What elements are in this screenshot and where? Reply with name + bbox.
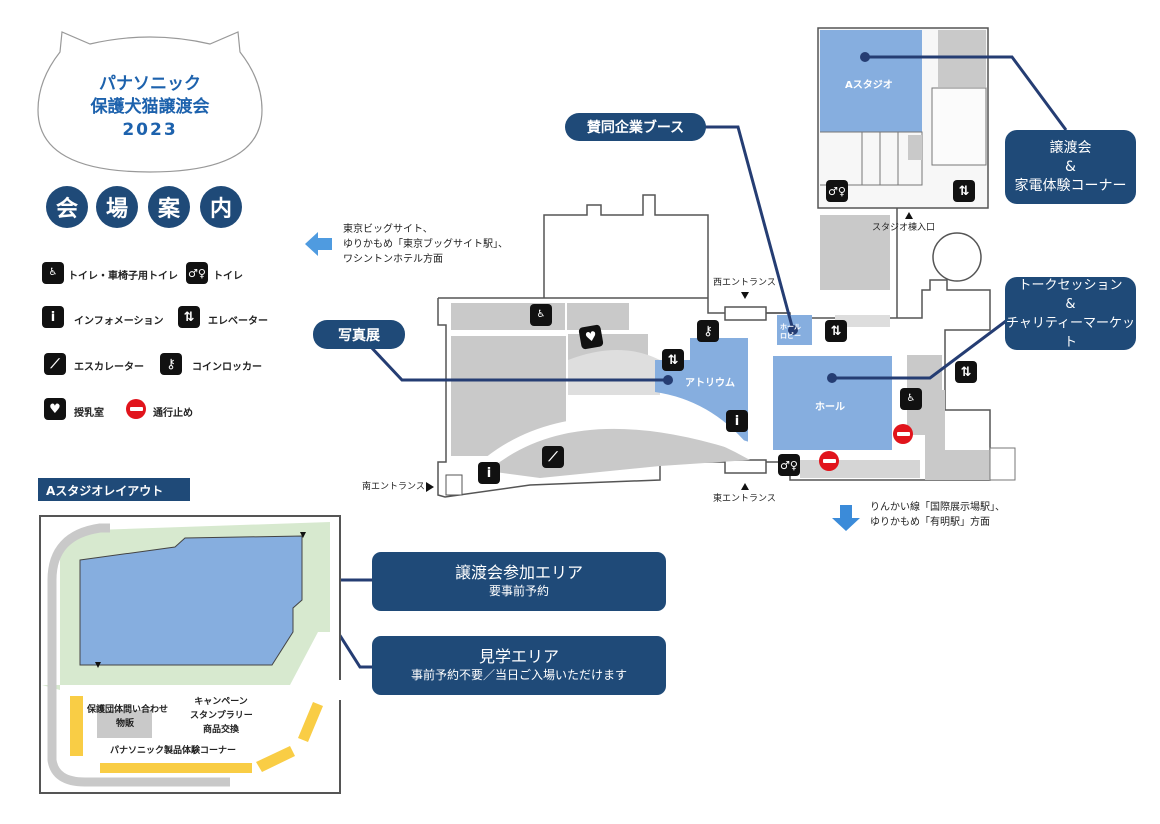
sponsor-booth-callout: 賛同企業ブース xyxy=(565,113,706,141)
direction-line: ゆりかもめ「東京ブッグサイト駅」、 xyxy=(343,239,508,250)
layout-line: 物販 xyxy=(115,719,134,729)
nursing-room-icon: ♥ xyxy=(44,398,66,420)
studio-entrance-label: スタジオ棟入口 xyxy=(872,223,936,233)
event-logo: パナソニック 保護犬猫譲渡会 2023 xyxy=(35,73,265,142)
logo-line-2: 保護犬猫譲渡会 xyxy=(90,97,210,117)
logo-cat-outline xyxy=(37,31,263,173)
layout-line: キャンペーン xyxy=(194,697,248,707)
direction-line: 東京ビッグサイト、 xyxy=(343,224,433,235)
toilet-icon: ♂♀ xyxy=(826,180,848,202)
escalator-icon: ⟋ xyxy=(542,446,564,468)
heading-char: 会 xyxy=(46,186,88,228)
no-entry-icon xyxy=(819,451,839,471)
escalator-icon: ⟋ xyxy=(44,353,66,375)
heading-char: 内 xyxy=(200,186,242,228)
west-direction-arrow xyxy=(305,232,332,256)
layout-line: 商品交換 xyxy=(202,725,239,735)
viewing-area-callout: 見学エリア 事前予約不要／当日ご入場いただけます xyxy=(372,636,666,695)
hall-area xyxy=(773,356,892,450)
toilet-icon: ♂♀ xyxy=(778,454,800,476)
callout-subtitle: 事前予約不要／当日ご入場いただけます xyxy=(410,667,627,682)
photo-exhibition-callout: 写真展 xyxy=(313,320,405,349)
elevator-icon: ⇅ xyxy=(955,361,977,383)
south-directions: りんかい線「国際展示場駅」、 ゆりかもめ「有明駅」方面 xyxy=(870,500,1005,530)
participation-area-callout: 譲渡会参加エリア 要事前予約 xyxy=(372,552,666,611)
layout-line: 保護団体問い合わせ xyxy=(87,705,169,715)
west-entrance-label: 西エントランス xyxy=(713,278,776,288)
callout-subtitle: 要事前予約 xyxy=(488,583,549,598)
talk-session-callout: トークセッション & チャリティーマーケット xyxy=(1005,277,1136,350)
adoption-callout: 譲渡会 & 家電体験コーナー xyxy=(1005,130,1136,204)
callout-line: & xyxy=(1065,158,1076,175)
callout-line: 譲渡会 xyxy=(1049,139,1092,156)
accessible-toilet-icon: ♿ xyxy=(900,388,922,410)
heading-char: 案 xyxy=(148,186,190,228)
heading-char: 場 xyxy=(96,186,138,228)
legend-label: トイレ xyxy=(213,271,243,282)
legend-label: エレベーター xyxy=(208,316,268,327)
accessible-toilet-icon: ♿ xyxy=(42,262,64,284)
hall-lobby-line: ホール xyxy=(780,323,801,331)
elevator-icon: ⇅ xyxy=(178,306,200,328)
campaign-label: キャンペーン スタンプラリー 商品交換 xyxy=(190,695,253,737)
atrium-label: アトリウム xyxy=(685,378,735,389)
direction-line: ゆりかもめ「有明駅」方面 xyxy=(870,517,990,528)
accessible-toilet-icon: ♿ xyxy=(530,304,552,326)
south-entrance-label: 南エントランス xyxy=(362,482,425,492)
legend-label: 授乳室 xyxy=(74,408,104,419)
main-building-outline xyxy=(437,208,991,498)
logo-line-3: 2023 xyxy=(122,120,178,140)
studio-a-label: Aスタジオ xyxy=(845,80,893,91)
information-icon: i xyxy=(42,306,64,328)
elevator-icon: ⇅ xyxy=(662,349,684,371)
legend-label: コインロッカー xyxy=(192,362,262,373)
hall-lobby-label: ホール ロビー xyxy=(780,323,801,341)
no-entry-icon xyxy=(126,399,146,419)
panasonic-product-corner-label: パナソニック製品体験コーナー xyxy=(110,746,237,756)
east-entrance-label: 東エントランス xyxy=(713,494,776,504)
hall-lobby-line: ロビー xyxy=(780,332,801,340)
studio-layout-title: Aスタジオレイアウト xyxy=(38,478,190,501)
direction-line: りんかい線「国際展示場駅」、 xyxy=(870,502,1005,513)
callout-line: 家電体験コーナー xyxy=(1014,177,1127,194)
information-icon: i xyxy=(478,462,500,484)
legend-label: インフォメーション xyxy=(74,316,164,327)
coin-locker-icon: ⚷ xyxy=(160,353,182,375)
logo-line-1: パナソニック xyxy=(99,74,201,94)
no-entry-icon xyxy=(893,424,913,444)
participation-area xyxy=(79,535,303,666)
shelter-inquiry-label: 保護団体問い合わせ 物販 xyxy=(87,703,169,731)
legend-label: エスカレーター xyxy=(74,362,144,373)
west-directions: 東京ビッグサイト、 ゆりかもめ「東京ブッグサイト駅」、 ワシントンホテル方面 xyxy=(343,222,508,267)
coin-locker-icon: ⚷ xyxy=(697,320,719,342)
callout-line: トークセッション xyxy=(1018,277,1123,293)
callout-line: & xyxy=(1065,296,1076,312)
information-icon: i xyxy=(726,410,748,432)
nursing-room-icon: ♥ xyxy=(578,324,604,350)
hall-label: ホール xyxy=(815,402,845,413)
callout-line: チャリティーマーケット xyxy=(1005,315,1136,350)
callout-title: 譲渡会参加エリア xyxy=(454,562,583,582)
legend-label: トイレ・車椅子用トイレ xyxy=(68,271,178,282)
layout-line: スタンプラリー xyxy=(190,711,253,721)
legend-label: 通行止め xyxy=(153,408,193,419)
elevator-icon: ⇅ xyxy=(953,180,975,202)
toilet-icon: ♂♀ xyxy=(186,262,208,284)
callout-title: 見学エリア xyxy=(478,646,559,666)
studio-a-area xyxy=(820,30,922,132)
direction-line: ワシントンホテル方面 xyxy=(343,254,443,265)
north-building xyxy=(543,194,790,314)
elevator-icon: ⇅ xyxy=(825,320,847,342)
south-direction-arrow xyxy=(832,505,860,531)
